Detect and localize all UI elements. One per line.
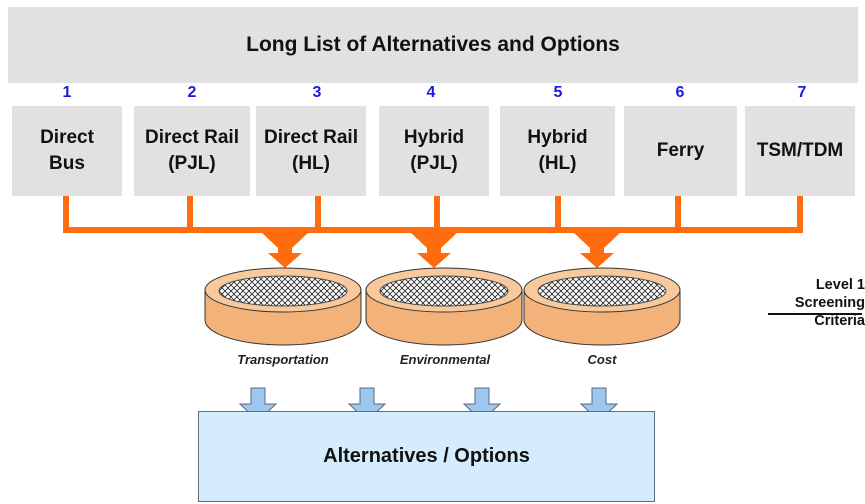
connector-funnels (260, 231, 622, 268)
alt-number-1: 1 (62, 84, 72, 101)
sieve-cost (523, 267, 681, 346)
alt-number-7: 7 (797, 84, 807, 101)
banner-title: Long List of Alternatives and Options (246, 33, 620, 56)
alt-box-tsm-tdm: TSM/TDM (745, 106, 855, 196)
screen-caption-environmental: Environmental (399, 352, 491, 367)
alt-number-5: 5 (553, 84, 563, 101)
alt-box-ferry: Ferry (624, 106, 737, 196)
alt-box-hybrid-pjl: Hybrid (PJL) (379, 106, 489, 196)
connector-bracket (63, 196, 803, 233)
alt-box-direct-bus: Direct Bus (12, 106, 122, 196)
alt-label: Ferry (656, 140, 705, 162)
alt-label: TSM/TDM (756, 140, 844, 162)
alt-label: Direct Bus (40, 127, 94, 174)
alt-number-4: 4 (426, 84, 436, 101)
sieve-environmental (365, 267, 523, 346)
screening-title: Screening Criteria (794, 295, 865, 330)
screen-caption-transportation: Transportation (237, 352, 329, 367)
alt-box-direct-rail-pjl: Direct Rail (PJL) (134, 106, 250, 196)
alt-label: Hybrid (HL) (527, 127, 588, 174)
screening-level: Level 1 (815, 277, 865, 293)
result-label: Alternatives / Options (323, 445, 530, 467)
alt-label: Direct Rail (HL) (264, 127, 358, 174)
alt-number-6: 6 (675, 84, 685, 101)
screen-caption-cost: Cost (587, 352, 617, 367)
alt-number-3: 3 (312, 84, 322, 101)
alt-number-2: 2 (187, 84, 197, 101)
alt-label: Hybrid (PJL) (403, 127, 465, 174)
long-list-banner: Long List of Alternatives and Options (8, 7, 858, 83)
sieve-transportation (204, 267, 362, 346)
screening-criteria-label: Level 1 Screening Criteria (760, 276, 865, 330)
alt-box-hybrid-hl: Hybrid (HL) (500, 106, 615, 196)
alternatives-options-box: Alternatives / Options (198, 411, 655, 502)
alt-label: Direct Rail (PJL) (145, 127, 239, 174)
alt-box-direct-rail-hl: Direct Rail (HL) (256, 106, 366, 196)
